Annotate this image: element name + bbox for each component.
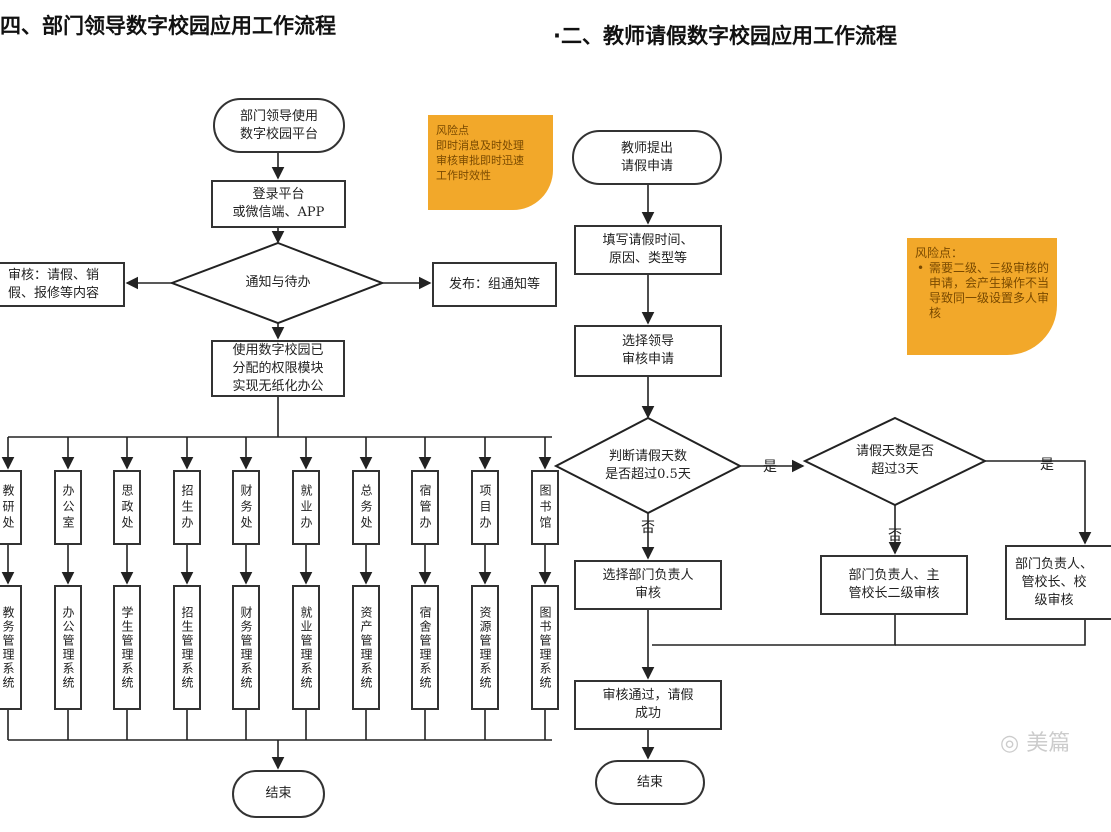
no-label-1: 否: [641, 520, 655, 536]
yes-label-2: 是: [1040, 457, 1054, 473]
review-box: 审核：请假、销 假、报修等内容: [0, 262, 125, 307]
left-title: 四、部门领导数字校园应用工作流程: [0, 14, 336, 38]
department-box: 图书馆: [531, 470, 559, 545]
system-box: 宿舍管理系统: [411, 585, 439, 710]
note-title: 风险点：: [915, 246, 964, 260]
system-box: 招生管理系统: [173, 585, 201, 710]
decision-half-day: 判断请假天数 是否超过0.5天: [605, 449, 691, 482]
department-box: 项目办: [471, 470, 499, 545]
system-box: 财务管理系统: [232, 585, 260, 710]
select-box: 选择领导 审核申请: [574, 325, 722, 377]
system-box: 学生管理系统: [113, 585, 141, 710]
fill-box: 填写请假时间、 原因、类型等: [574, 225, 722, 275]
permission-box: 使用数字校园已 分配的权限模块 实现无纸化办公: [211, 340, 345, 397]
note-bullet-text: •需要二级、三级审核的申请，会产生操作不当导致同一级设置多人审核: [917, 261, 1050, 320]
risk-note-left: 风险点即时消息及时处理 审核审批即时迅速 工作时效性: [428, 115, 553, 210]
system-box: 资产管理系统: [352, 585, 380, 710]
department-box: 教研处: [0, 470, 22, 545]
login-box: 登录平台 或微信端、APP: [211, 180, 346, 228]
department-box: 财务处: [232, 470, 260, 545]
no-label-2: 否: [888, 528, 902, 544]
note-text: 即时消息及时处理 审核审批即时迅速 工作时效性: [436, 139, 524, 182]
decision-notify: 通知与待办: [245, 275, 311, 290]
start-node-left: 部门领导使用 数字校园平台: [213, 98, 345, 153]
department-box: 宿管办: [411, 470, 439, 545]
system-box: 就业管理系统: [292, 585, 320, 710]
start-node-right: 教师提出 请假申请: [572, 130, 722, 185]
watermark-logo: ◎ 美篇: [1000, 731, 1071, 756]
end-node-left: 结束: [232, 770, 325, 818]
department-box: 办公室: [54, 470, 82, 545]
two-level-box: 部门负责人、主 管校长二级审核: [820, 555, 968, 615]
publish-box: 发布：组通知等: [432, 262, 557, 307]
system-box: 教务管理系统: [0, 585, 22, 710]
system-box: 资源管理系统: [471, 585, 499, 710]
watermark-text: 美篇: [1026, 731, 1071, 756]
department-box: 就业办: [292, 470, 320, 545]
note-text: 需要二级、三级审核的申请，会产生操作不当导致同一级设置多人审核: [929, 261, 1050, 320]
dept-head-box: 选择部门负责人 审核: [574, 560, 722, 610]
end-node-right: 结束: [595, 760, 705, 805]
three-level-box: 部门负责人、 管校长、校 级审核: [1005, 545, 1111, 620]
decision-three-days: 请假天数是否 超过3天: [855, 444, 934, 477]
system-box: 图书管理系统: [531, 585, 559, 710]
note-title: 风险点: [436, 124, 469, 137]
department-box: 总务处: [352, 470, 380, 545]
risk-note-right: 风险点：•需要二级、三级审核的申请，会产生操作不当导致同一级设置多人审核: [907, 238, 1057, 355]
success-box: 审核通过，请假 成功: [574, 680, 722, 730]
department-box: 招生办: [173, 470, 201, 545]
yes-label-1: 是: [763, 459, 777, 475]
system-box: 办公管理系统: [54, 585, 82, 710]
right-title: ·二、教师请假数字校园应用工作流程: [553, 24, 897, 48]
department-box: 思政处: [113, 470, 141, 545]
